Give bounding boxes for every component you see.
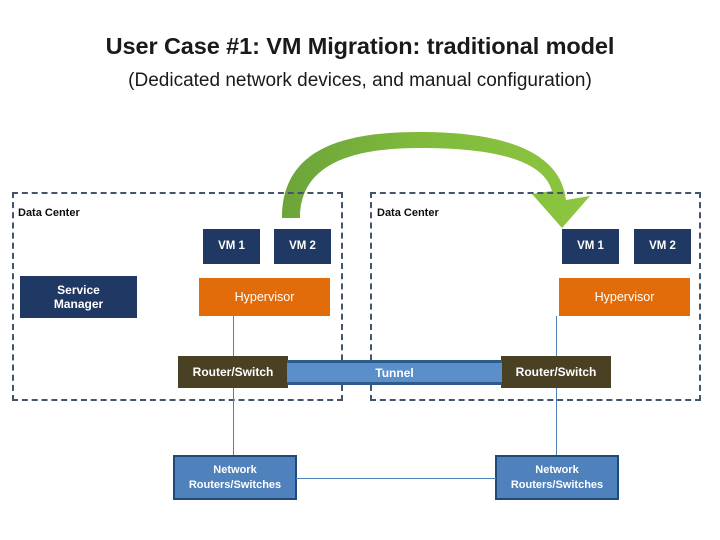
vm-label: VM 1: [577, 239, 604, 252]
connector-hypervisor-router-right: [556, 316, 557, 358]
network-label-line2: Routers/Switches: [188, 478, 282, 491]
vm-migration-arrow: [282, 132, 590, 228]
connector-router-network-left: [233, 388, 234, 457]
connector-router-network-right: [556, 388, 557, 457]
service-manager-label-line1: Service: [57, 282, 100, 297]
connector-network-to-network: [296, 478, 496, 479]
vm-box-right-1[interactable]: VM 1: [562, 229, 619, 264]
router-switch-box-right[interactable]: Router/Switch: [501, 356, 611, 388]
hypervisor-box-left[interactable]: Hypervisor: [199, 278, 330, 316]
router-switch-label: Router/Switch: [192, 364, 274, 379]
service-manager-label-line2: Manager: [53, 297, 104, 311]
datacenter-left-boundary: [12, 192, 343, 401]
connector-hypervisor-router-left: [233, 316, 234, 358]
page-subtitle: (Dedicated network devices, and manual c…: [128, 70, 592, 91]
hypervisor-label: Hypervisor: [594, 289, 655, 304]
hypervisor-label: Hypervisor: [234, 289, 295, 304]
vm-label: VM 1: [218, 239, 245, 252]
router-switch-label: Router/Switch: [515, 364, 597, 379]
network-label-line1: Network: [213, 463, 257, 476]
datacenter-right-label: Data Center: [377, 207, 439, 219]
page-title: User Case #1: VM Migration: traditional …: [105, 33, 615, 59]
network-routers-switches-box-right[interactable]: Network Routers/Switches: [495, 455, 619, 500]
service-manager-box[interactable]: Service Manager: [20, 276, 137, 318]
network-label-line1: Network: [535, 463, 579, 476]
tunnel-label: Tunnel: [375, 365, 414, 380]
hypervisor-box-right[interactable]: Hypervisor: [559, 278, 690, 316]
vm-label: VM 2: [289, 239, 316, 252]
tunnel-bar[interactable]: Tunnel: [287, 360, 502, 385]
vm-box-left-2[interactable]: VM 2: [274, 229, 331, 264]
datacenter-right-boundary: [370, 192, 701, 401]
router-switch-box-left[interactable]: Router/Switch: [178, 356, 288, 388]
network-routers-switches-box-left[interactable]: Network Routers/Switches: [173, 455, 297, 500]
vm-box-right-2[interactable]: VM 2: [634, 229, 691, 264]
vm-label: VM 2: [649, 239, 676, 252]
datacenter-left-label: Data Center: [18, 207, 80, 219]
vm-box-left-1[interactable]: VM 1: [203, 229, 260, 264]
network-label-line2: Routers/Switches: [510, 478, 604, 491]
